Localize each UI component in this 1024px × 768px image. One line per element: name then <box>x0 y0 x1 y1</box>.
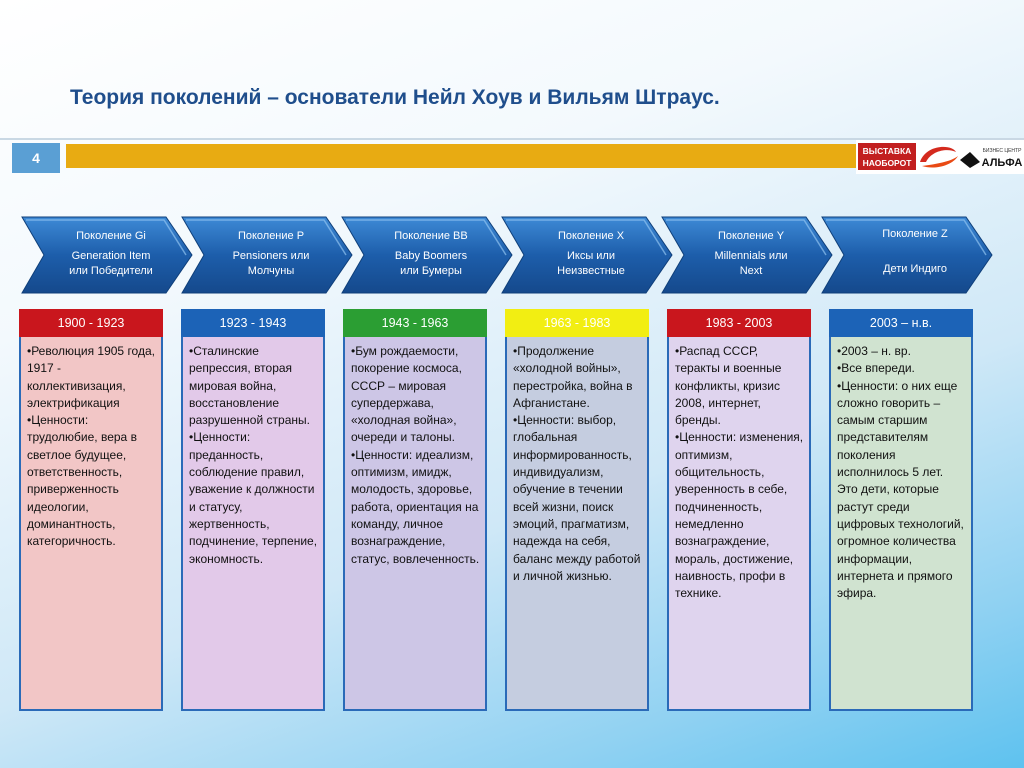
generation-column-x: 1963 - 1983 •Продолжение «холодной войны… <box>505 309 649 711</box>
arrow-gi-sub2: или Победители <box>69 265 153 277</box>
generation-column-p: 1923 - 1943 •Сталинские репрессия, втора… <box>181 309 325 711</box>
arrow-highlight <box>666 219 827 256</box>
header-divider <box>0 138 1024 140</box>
generation-arrows: Поколение Gi Generation Item или Победит… <box>0 215 1024 305</box>
period-header: 1943 - 1963 <box>343 309 487 337</box>
logo-text-1: ВЫСТАВКА <box>863 146 912 156</box>
list-item: •Ценности: преданность, соблюдение прави… <box>189 430 318 566</box>
period-header: 1900 - 1923 <box>19 309 163 337</box>
arrow-y-sub2: Next <box>739 265 763 277</box>
logo-text-3: БИЗНЕС ЦЕНТР <box>983 148 1023 154</box>
generation-column-bb: 1943 - 1963 •Бум рождаемости, покорение … <box>343 309 487 711</box>
arrow-shapes <box>21 216 993 294</box>
arrow-label-x: Поколение Х Иксы или Неизвестные <box>532 229 650 279</box>
arrow-p-title: Поколение Р <box>237 230 305 242</box>
period-header: 1923 - 1943 <box>181 309 325 337</box>
arrow-p-sub1: Pensioners или <box>232 250 310 262</box>
arrow-bb-sub1: Baby Boomers <box>394 250 468 262</box>
period-header: 2003 – н.в. <box>829 309 973 337</box>
arrow-y-title: Поколение Y <box>717 230 785 242</box>
arrow-highlight <box>826 219 987 256</box>
list-item: •Бум рождаемости, покорение космоса, ССС… <box>351 344 462 445</box>
arrow-gi-title: Поколение Gi <box>76 230 146 242</box>
arrow-label-bb: Поколение ВВ Baby Boomers или Бумеры <box>372 229 490 279</box>
generation-description: •Революция 1905 года, 1917 - коллективиз… <box>19 337 163 711</box>
generation-arrow <box>21 216 193 294</box>
arrow-bb-sub2: или Бумеры <box>400 265 462 277</box>
generation-column-gi: 1900 - 1923 •Революция 1905 года, 1917 -… <box>19 309 163 711</box>
arrow-highlight <box>26 219 187 256</box>
generation-description: •Бум рождаемости, покорение космоса, ССС… <box>343 337 487 711</box>
arrow-y-sub1: Millennials или <box>714 250 788 262</box>
logo-text-4: АЛЬФА <box>982 157 1023 169</box>
list-item: •Все впереди. <box>837 361 915 376</box>
list-item: •Ценности: о них еще сложно говорить – с… <box>837 378 964 601</box>
slide-title: Теория поколений – основатели Нейл Хоув … <box>70 86 720 109</box>
generation-column-y: 1983 - 2003 •Распад СССР, теракты и воен… <box>667 309 811 711</box>
generation-column-z: 2003 – н.в. •2003 – н. вр. •Все впереди.… <box>829 309 973 711</box>
arrow-p-sub2: Молчуны <box>247 265 295 277</box>
generation-arrow <box>501 216 673 294</box>
list-item: •Ценности: трудолюбие, вера в светлое бу… <box>27 413 137 549</box>
arrow-x-sub2: Неизвестные <box>557 265 625 277</box>
generation-description: •2003 – н. вр. •Все впереди. •Ценности: … <box>829 337 973 711</box>
sponsor-logos: ВЫСТАВКА НАОБОРОТ БИЗНЕС ЦЕНТР АЛЬФА <box>856 140 1024 174</box>
arrow-label-y: Поколение Y Millennials или Next <box>692 229 810 279</box>
arrow-z-sub1 <box>856 247 974 262</box>
arrow-highlight <box>506 219 667 256</box>
arrow-label-z: Поколение Z Дети Индиго <box>856 227 974 277</box>
list-item: •Продолжение «холодной войны», перестрой… <box>513 344 633 410</box>
arrow-z-sub2: Дети Индиго <box>883 263 947 275</box>
list-item: •Распад СССР, теракты и военные конфликт… <box>675 344 782 428</box>
generation-arrow <box>661 216 833 294</box>
arrow-x-title: Поколение Х <box>557 230 625 242</box>
period-header: 1983 - 2003 <box>667 309 811 337</box>
swoosh-icon <box>920 146 956 162</box>
period-header: 1963 - 1983 <box>505 309 649 337</box>
arrow-label-gi: Поколение Gi Generation Item или Победит… <box>52 229 170 279</box>
arrow-bb-title: Поколение ВВ <box>394 230 468 242</box>
arrow-highlight <box>346 219 507 256</box>
arrow-x-sub1: Иксы или <box>566 250 615 262</box>
generation-arrow <box>341 216 513 294</box>
arrow-highlight <box>186 219 347 256</box>
arrow-gi-sub1: Generation Item <box>71 250 151 262</box>
logo-text-2: НАОБОРОТ <box>863 158 913 168</box>
list-item: •Революция 1905 года, 1917 - коллективиз… <box>27 344 155 410</box>
generation-description: •Сталинские репрессия, вторая мировая во… <box>181 337 325 711</box>
list-item: •Ценности: изменения, оптимизм, общитель… <box>675 430 804 601</box>
logo-graphic: ВЫСТАВКА НАОБОРОТ БИЗНЕС ЦЕНТР АЛЬФА <box>858 143 1023 170</box>
list-item: •Ценности: выбор, глобальная информирова… <box>513 413 641 583</box>
arrow-label-p: Поколение Р Pensioners или Молчуны <box>212 229 330 279</box>
generation-arrow <box>181 216 353 294</box>
generation-description: •Распад СССР, теракты и военные конфликт… <box>667 337 811 711</box>
list-item: •Ценности: идеализм, оптимизм, имидж, мо… <box>351 447 480 566</box>
slide-number: 4 <box>12 143 60 173</box>
list-item: •Сталинские репрессия, вторая мировая во… <box>189 344 310 428</box>
generation-description: •Продолжение «холодной войны», перестрой… <box>505 337 649 711</box>
alfa-icon <box>960 152 980 168</box>
list-item: •2003 – н. вр. <box>837 344 911 358</box>
generation-arrow <box>821 216 993 294</box>
arrow-z-title: Поколение Z <box>882 228 948 240</box>
